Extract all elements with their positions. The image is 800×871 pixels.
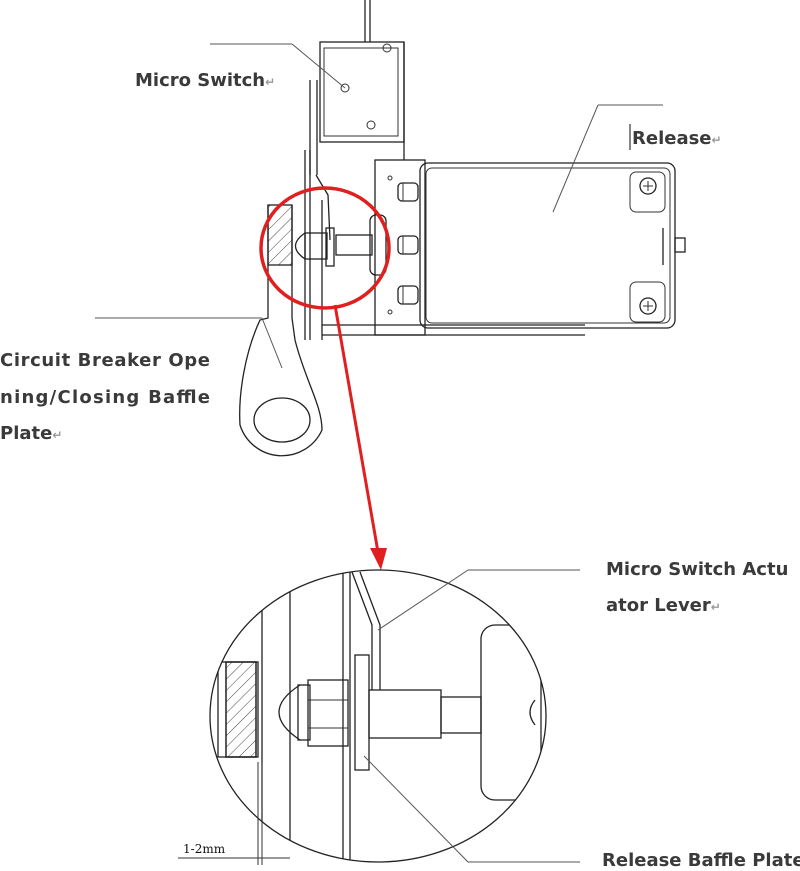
release-label: Release↵	[629, 124, 722, 150]
baffle-plate	[239, 204, 323, 457]
zoom-arrowhead	[370, 548, 387, 570]
actuator-lever-label: Micro Switch Actu ator Lever↵	[606, 559, 788, 616]
top-assembly	[239, 0, 686, 570]
bracket	[304, 150, 585, 340]
svg-text:Micro Switch↵: Micro Switch↵	[135, 70, 275, 91]
svg-text:ator Lever↵: ator Lever↵	[606, 595, 721, 616]
micro-switch-label: Micro Switch↵	[135, 70, 275, 91]
svg-text:Micro Switch Actu: Micro Switch Actu	[606, 559, 788, 580]
leader-lines	[95, 43, 663, 863]
release-baffle-label: Release Baffle Plate	[602, 850, 800, 871]
dimension-label: 1-2mm	[183, 842, 226, 856]
zoom-arrow	[333, 304, 380, 553]
zoom-detail: 1-2mm	[178, 569, 547, 865]
svg-text:Circuit Breaker Ope: Circuit Breaker Ope	[0, 350, 210, 371]
micro-switch	[309, 41, 405, 175]
baffle-plate-label: Circuit Breaker Ope ning/Closing Baffle …	[0, 350, 210, 444]
svg-text:Plate↵: Plate↵	[0, 423, 62, 444]
svg-text:Release↵: Release↵	[632, 128, 722, 149]
highlight-circle	[259, 186, 391, 310]
svg-text:Release Baffle Plate: Release Baffle Plate	[602, 850, 800, 871]
svg-text:ning/Closing Baffle: ning/Closing Baffle	[0, 387, 210, 408]
